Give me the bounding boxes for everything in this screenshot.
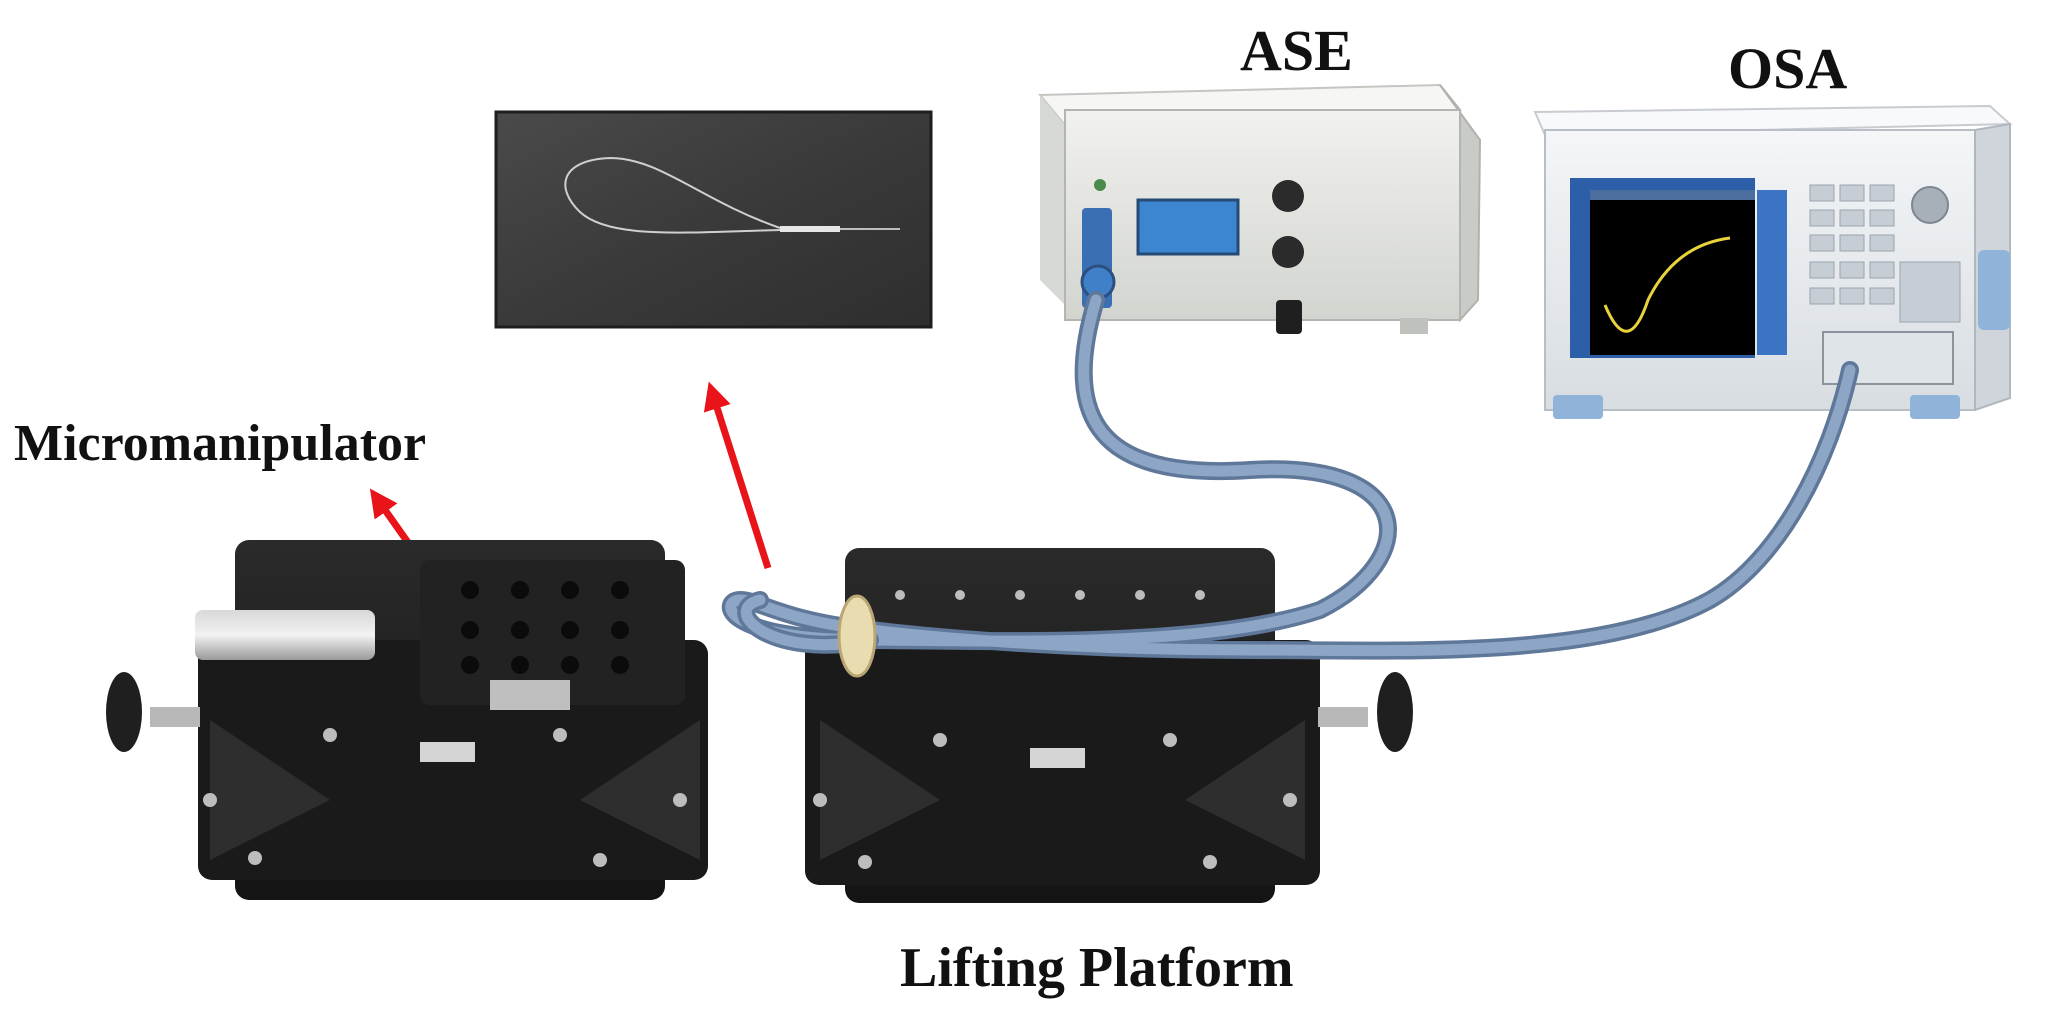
fiber-loop-photo-icon [494, 110, 933, 329]
micromanipulator-stage-icon [106, 540, 708, 900]
fiber-cable-icon [721, 291, 1859, 678]
optical-spectrum-analyzer-icon [1533, 104, 2013, 419]
osa-label: OSA [1728, 36, 1848, 101]
micromanipulator-label: Micromanipulator [14, 415, 427, 472]
lifting-platform-label: Lifting Platform [900, 937, 1294, 999]
red-arrow-icon [703, 381, 772, 570]
ase-light-source-icon [1037, 83, 1482, 334]
ase-label: ASE [1240, 18, 1353, 83]
